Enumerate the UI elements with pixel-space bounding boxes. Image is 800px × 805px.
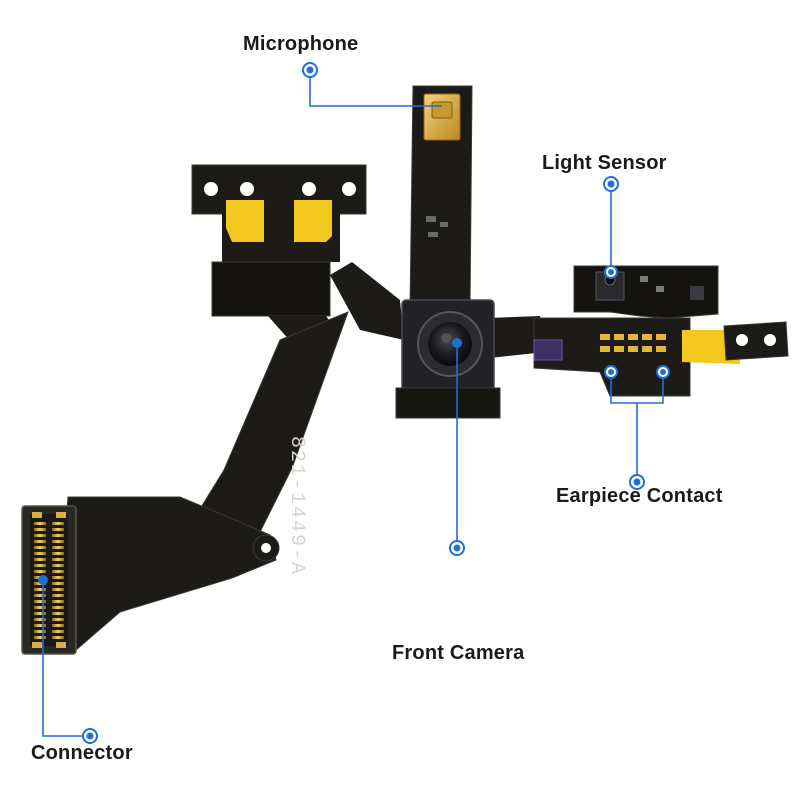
connector-pin [52,618,64,621]
connector-pin [34,600,46,603]
connector-pin [52,534,64,537]
connector-pin [52,588,64,591]
cable-marking: 821-1449-A [285,436,308,576]
connector-pin [52,630,64,633]
connector-pin [52,576,64,579]
connector-pin [52,558,64,561]
microphone-leader [309,71,442,107]
connector-pin [52,546,64,549]
earpiece-target-dot-right [656,365,670,379]
connector [21,505,77,655]
front-camera-label: Front Camera [392,642,525,664]
callout-dots [38,62,670,744]
connector-dot [82,728,98,744]
camera-target-dot [452,338,462,348]
earpiece-dot [629,474,645,490]
connector-pin [52,624,64,627]
yellow-pad-left [226,200,264,242]
connector-leader [42,580,90,737]
connector-target-dot [38,575,48,585]
connector-pin [52,600,64,603]
earpiece-pins [600,334,666,352]
connector-pin [52,594,64,597]
flex-cable [57,85,545,651]
connector-pin [34,630,46,633]
connector-pin [52,606,64,609]
connector-pin [34,606,46,609]
connector-pin [52,636,64,639]
sensor-branch [488,316,545,358]
camera-module [395,299,501,419]
connector-pin [34,552,46,555]
connector-pin [34,558,46,561]
light-sensor-dot [603,176,619,192]
camera-dot [449,540,465,556]
connector-pins [34,522,64,639]
connector-pin [34,588,46,591]
connector-pin [34,522,46,525]
connector-pin [52,540,64,543]
connector-pin [52,582,64,585]
connector-pin [34,546,46,549]
connector-pin [34,636,46,639]
connector-pin [34,534,46,537]
connector-pin [34,570,46,573]
light-sensor-target-dot [604,265,618,279]
connector-pin [52,564,64,567]
tape-plate [211,261,331,317]
connector-pin [34,612,46,615]
connector-pin [52,612,64,615]
connector-label: Connector [31,742,133,764]
connector-pin [34,564,46,567]
leader-lines [42,71,664,737]
connector-pin [52,552,64,555]
earpiece-target-dot-left [604,365,618,379]
top-bracket [191,164,367,215]
connector-pin [52,528,64,531]
microphone-dot [302,62,318,78]
connector-pin [34,618,46,621]
right-bracket [723,321,789,361]
bracket-holes [204,182,356,196]
yellow-pad-right [294,200,332,242]
microphone-label: Microphone [243,33,359,55]
light-sensor-label: Light Sensor [542,152,667,174]
connector-pin [34,624,46,627]
mount-ear-hole [261,543,271,553]
connector-pin [52,570,64,573]
camera-branch [330,262,404,340]
connector-pin [52,522,64,525]
earpiece-contact-label: Earpiece Contact [556,485,723,507]
connector-pin [34,594,46,597]
sensor-board [533,265,789,397]
connector-pin [34,540,46,543]
connector-pin [34,528,46,531]
